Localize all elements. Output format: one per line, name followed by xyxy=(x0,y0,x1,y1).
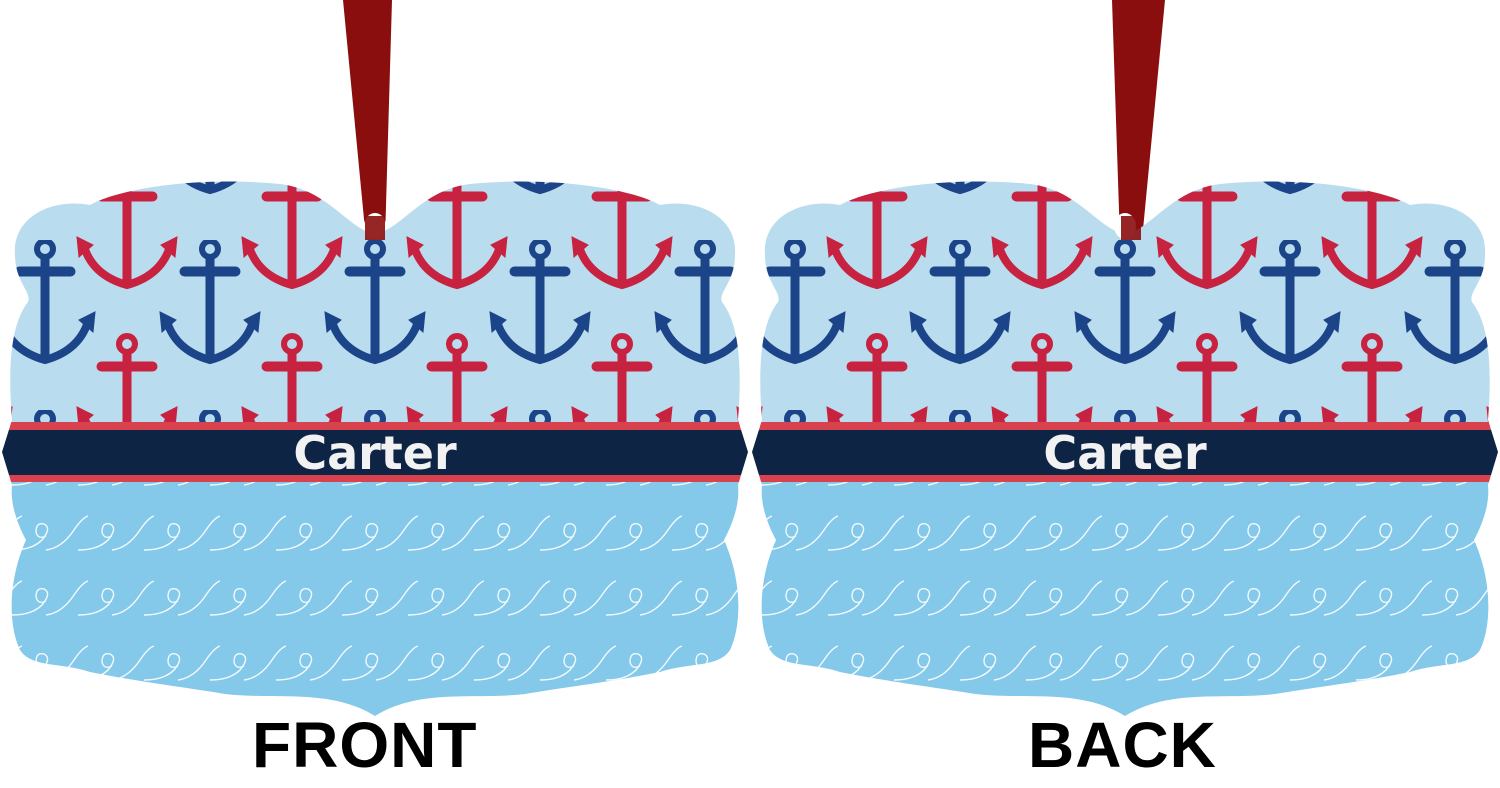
ribbon-loop-front xyxy=(365,216,385,240)
ribbon-back xyxy=(1112,0,1165,240)
back-label: BACK xyxy=(1028,709,1217,781)
ribbon-loop-back xyxy=(1121,216,1141,240)
ornament-back: Carter xyxy=(750,170,1500,720)
front-label: FRONT xyxy=(252,709,478,781)
ornament-front: Carter xyxy=(0,170,750,720)
ribbon-front xyxy=(343,0,392,240)
ornament-name-text: Carter xyxy=(293,426,457,480)
ornament-name-text: Carter xyxy=(1043,426,1207,480)
